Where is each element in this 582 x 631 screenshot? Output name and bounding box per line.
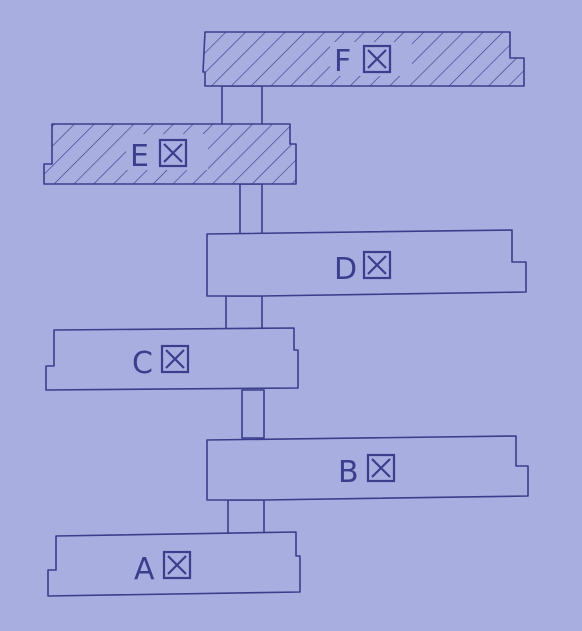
connector-f-e — [221, 85, 263, 127]
zone-e-symbol — [158, 138, 188, 168]
zone-d-block — [206, 229, 527, 297]
zone-d-letter: D — [334, 252, 357, 287]
zone-d: D — [206, 229, 527, 297]
connector-d-c — [225, 295, 263, 331]
zone-f: F — [202, 31, 525, 87]
zone-b: B — [206, 435, 529, 501]
zone-e: E — [43, 123, 297, 185]
zone-d-symbol — [362, 250, 392, 280]
connector-e-d — [239, 183, 263, 235]
zone-e-letter: E — [130, 139, 149, 174]
zone-f-letter: F — [334, 44, 351, 79]
zone-c-block — [45, 327, 299, 391]
zone-a-block — [47, 531, 301, 597]
zone-f-symbol — [362, 44, 392, 74]
zone-b-letter: B — [338, 455, 359, 490]
connector-b-a — [227, 499, 265, 535]
zone-a: A — [47, 531, 301, 597]
zone-c-symbol — [160, 344, 190, 374]
zone-b-symbol — [366, 453, 396, 483]
connector-c-b — [241, 389, 265, 439]
zone-c-letter: C — [132, 346, 153, 381]
zone-c: C — [45, 327, 299, 391]
zone-a-symbol — [162, 550, 192, 580]
zone-a-letter: A — [134, 552, 155, 587]
